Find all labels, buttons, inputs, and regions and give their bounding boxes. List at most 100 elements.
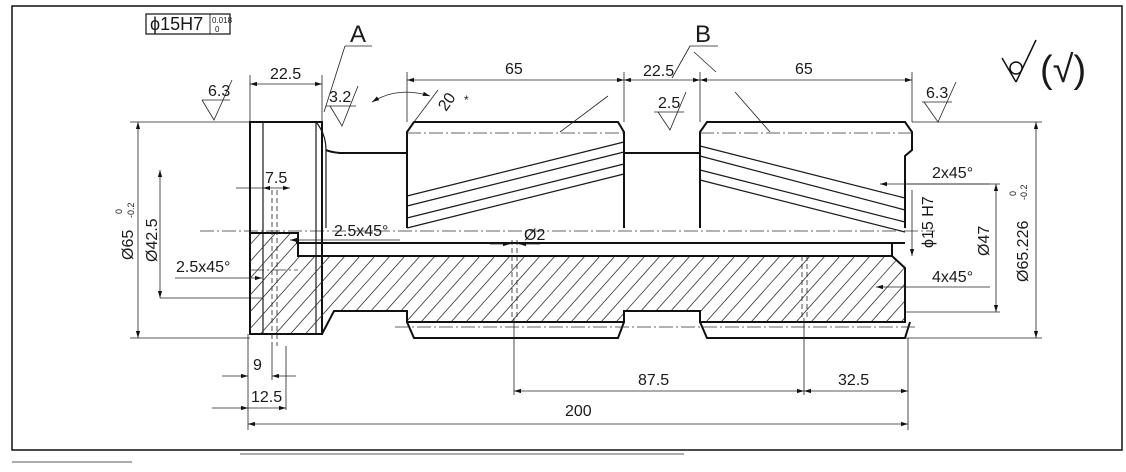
hatch-line — [269, 233, 371, 334]
dim-chamfer-inner-left: 2.5x45° — [290, 223, 400, 243]
dim-chamfer-top-right: 2x45° — [880, 165, 990, 187]
hatch-line — [659, 233, 761, 334]
section-lower-half — [250, 190, 1090, 346]
hatch-line — [779, 233, 881, 334]
hatch-line — [479, 233, 581, 334]
dim-chamfer-bottom-right: 4x45° — [876, 269, 990, 290]
svg-text:2.5: 2.5 — [658, 95, 680, 112]
svg-text:22.5: 22.5 — [270, 66, 301, 83]
hatch-line — [494, 233, 596, 334]
hatch-line — [374, 233, 476, 334]
dim-bore: ϕ15 H7 — [909, 190, 937, 256]
hatch-line — [284, 233, 386, 334]
part-outline — [249, 121, 913, 335]
roughness-left-face: 6.3 — [201, 79, 233, 121]
dim-dia-65: Ø65 0 -0.2 — [114, 121, 250, 339]
hatch-line — [359, 233, 461, 334]
tolerance-lower: 0 — [215, 25, 220, 34]
hatch-line — [250, 233, 341, 334]
helical-teeth-left — [406, 141, 625, 229]
roughness-shoulder: 3.2 — [326, 85, 359, 127]
hatch-line — [250, 233, 296, 334]
hatch-line — [344, 233, 446, 334]
svg-text:6.3: 6.3 — [208, 83, 230, 100]
hatch-line — [569, 233, 671, 334]
svg-text:Ø2: Ø2 — [524, 227, 545, 244]
hatch-line — [524, 233, 626, 334]
dim-dia-47: Ø47 — [905, 183, 1000, 313]
hatch-line — [449, 233, 551, 334]
svg-text:Ø42.5: Ø42.5 — [144, 218, 161, 262]
dim-hole-dia: Ø2 — [490, 227, 545, 247]
hatch-line — [990, 228, 1090, 340]
dim-bottom-12-5: 12.5 — [212, 389, 286, 411]
hatch-line — [404, 233, 506, 334]
hatch-line — [554, 233, 656, 334]
hatch-line — [419, 233, 521, 334]
svg-text:2.5x45°: 2.5x45° — [334, 223, 388, 240]
hatch-line — [809, 233, 905, 334]
svg-text:-0.2: -0.2 — [1019, 184, 1029, 200]
svg-text:2x45°: 2x45° — [932, 165, 973, 182]
section-b-label: B — [695, 21, 711, 48]
svg-text:32.5: 32.5 — [838, 372, 869, 389]
dim-mid-width: 22.5 — [624, 63, 700, 83]
svg-text:ϕ15 H7: ϕ15 H7 — [920, 196, 937, 248]
svg-text:0: 0 — [1008, 191, 1018, 196]
dim-bottom-9: 9 — [222, 357, 296, 379]
roughness-mid-groove: 2.5 — [654, 91, 687, 131]
tolerance-upper: 0.018 — [212, 16, 233, 25]
svg-text:Ø47: Ø47 — [976, 226, 993, 256]
dim-dia-65-226: Ø65.226 0 -0.2 — [905, 121, 1042, 339]
hatch-line — [794, 233, 896, 334]
svg-text:6.3: 6.3 — [926, 85, 948, 102]
hatch-line — [689, 233, 791, 334]
leader-right-gear — [734, 91, 771, 133]
dim-bottom-32-5: 32.5 — [804, 372, 908, 394]
hatch-line — [299, 233, 401, 334]
svg-text:87.5: 87.5 — [638, 372, 669, 389]
roughness-right-face: 6.3 — [922, 81, 957, 123]
svg-text:7.5: 7.5 — [265, 170, 287, 187]
section-b-marker: B — [671, 21, 718, 79]
svg-text:0: 0 — [114, 209, 124, 214]
hatch-line — [539, 233, 641, 334]
leader-left-gear — [559, 95, 609, 133]
hatch-line — [509, 233, 611, 334]
hatch-line — [250, 233, 326, 334]
hatch-line — [250, 233, 281, 334]
hatch-line — [629, 233, 731, 334]
helical-teeth-right — [699, 145, 906, 233]
hatch-line — [719, 233, 821, 334]
extension-lines-bottom — [247, 318, 909, 430]
hatch-line — [250, 233, 311, 334]
dim-neck-width: 7.5 — [236, 170, 290, 191]
svg-text:65: 65 — [505, 61, 523, 78]
svg-text:9: 9 — [253, 357, 262, 374]
svg-text:4x45°: 4x45° — [932, 269, 973, 286]
svg-text:2.5x45°: 2.5x45° — [176, 259, 230, 276]
dim-helix-angle: 20 * — [371, 89, 469, 123]
dim-overall-length: 200 — [248, 403, 908, 427]
hatch-line — [329, 233, 431, 334]
hatch-line — [389, 233, 491, 334]
hatch-line — [314, 233, 416, 334]
general-roughness-text: (√) — [1040, 49, 1086, 91]
svg-text:20: 20 — [435, 90, 459, 114]
hatch-line — [704, 233, 806, 334]
svg-text:200: 200 — [565, 403, 592, 420]
dim-chamfer-outer-left: 2.5x45° — [175, 259, 262, 281]
general-roughness-symbol: (√) — [1001, 39, 1086, 91]
dim-dia-42-5: Ø42.5 — [144, 170, 262, 299]
tolerance-symbol: ϕ15H7 — [150, 14, 203, 34]
hatch-line — [434, 233, 536, 334]
svg-text:-0.2: -0.2 — [126, 202, 136, 218]
dim-left-gear-width: 65 — [407, 61, 624, 83]
hatch-line — [250, 233, 251, 334]
hatch-line — [749, 233, 851, 334]
hatch-line — [734, 233, 836, 334]
hatch-line — [464, 233, 566, 334]
hatch-line — [674, 233, 776, 334]
svg-text:Ø65.226: Ø65.226 — [1015, 221, 1032, 282]
